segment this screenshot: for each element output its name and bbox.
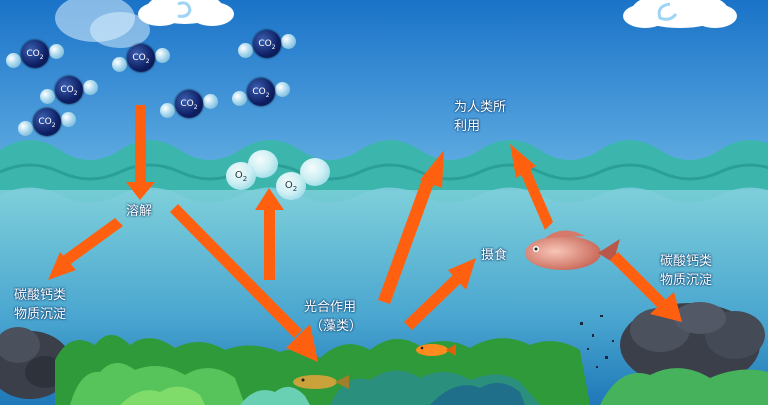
arrow-photosynthesis-to-human xyxy=(378,150,444,304)
arrow-co2-to-dissolve xyxy=(126,105,155,200)
cloud-right-icon xyxy=(623,0,737,28)
label-dissolve: 溶解 xyxy=(126,204,153,219)
small-fish-icon xyxy=(293,375,349,389)
label-right-sediment-line2: 物质沉淀 xyxy=(660,273,713,288)
wave-crest xyxy=(0,163,768,181)
label-photosynthesis-line1: 光合作用 xyxy=(304,300,357,315)
co2-molecule-icon: CO2 xyxy=(160,90,218,118)
arrow-dissolve-to-left-sediment xyxy=(48,218,123,280)
cloud-left-icon xyxy=(55,0,150,48)
label-left-sediment-line1: 碳酸钙类 xyxy=(14,288,67,303)
arrow-fish-to-right-sediment xyxy=(610,252,682,322)
arrow-dissolve-to-algae xyxy=(170,204,318,362)
co2-molecule-icon: CO2 xyxy=(6,40,64,68)
orange-fish-icon xyxy=(416,344,456,356)
rock-right-icon xyxy=(620,302,765,387)
wave-band xyxy=(0,140,768,203)
coral-reef-icon xyxy=(55,335,768,405)
co2-molecule-icon: CO2 xyxy=(40,76,98,104)
arrow-fish-to-human xyxy=(510,144,553,230)
o2-molecule-icon: O2 xyxy=(276,158,332,200)
arrow-to-feeding xyxy=(404,258,476,330)
label-left-sediment-line2: 物质沉淀 xyxy=(14,307,67,322)
arrows xyxy=(48,105,682,362)
o2-molecule-icon: O2 xyxy=(226,150,278,190)
label-human-use-line2: 利用 xyxy=(454,119,481,134)
sediment-particles-icon xyxy=(580,315,614,368)
label-feeding: 摄食 xyxy=(481,248,508,263)
co2-molecule-icon: CO2 xyxy=(18,108,76,136)
arrow-algae-to-o2 xyxy=(255,188,284,280)
co2-molecule-icon: CO2 xyxy=(112,44,170,72)
co2-molecule-icon: CO2 xyxy=(232,78,290,106)
label-photosynthesis-line2: （藻类） xyxy=(310,319,363,334)
co2-molecule-icon: CO2 xyxy=(238,30,296,58)
cloud-top-icon xyxy=(138,0,234,26)
label-human-use-line1: 为人类所 xyxy=(454,100,507,115)
label-right-sediment-line1: 碳酸钙类 xyxy=(660,254,713,269)
